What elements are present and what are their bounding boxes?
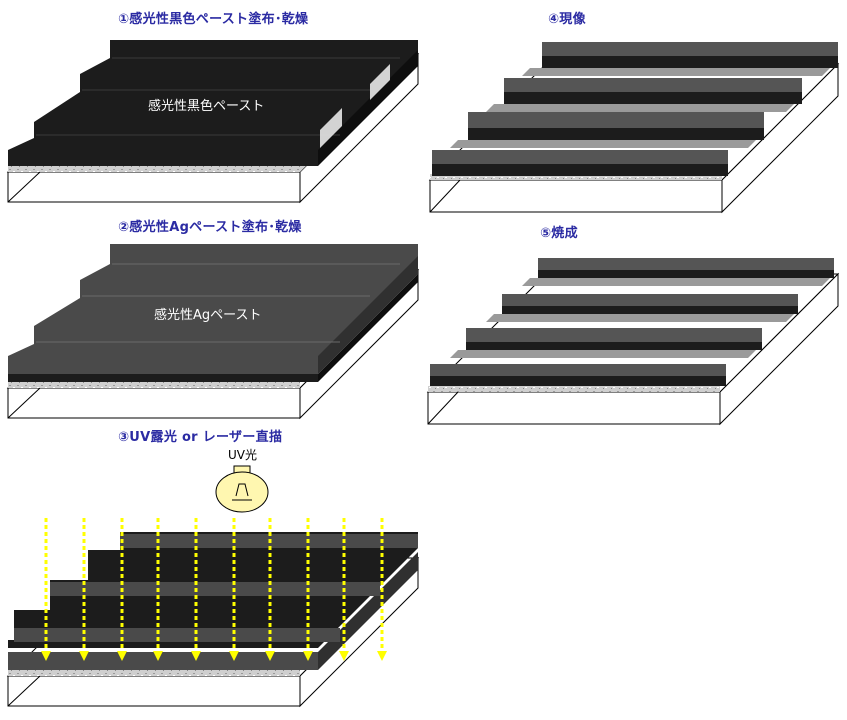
substrate-front [7,171,301,203]
step5-title: ⑤焼成 [540,226,578,241]
uv-bulb-icon [215,465,269,513]
black-paste-label: 感光性黒色ペースト [148,99,265,114]
substrate-side [719,272,839,426]
step2-panel [6,244,420,420]
uv-light-label: UV光 [228,448,257,462]
step2-title: ②感光性Agペースト塗布･乾燥 [118,220,302,235]
substrate-front [427,391,721,425]
ag-paste-label: 感光性Agペースト [154,308,262,323]
step1-panel [6,40,420,204]
step4-panel [428,42,840,214]
ag-paste-layer [8,244,418,364]
substrate-front [7,675,301,707]
substrate-front [7,387,301,419]
step3-panel [6,465,420,708]
step3-title: ③UV露光 or レーザー直描 [118,430,283,445]
step5-panel [426,258,840,426]
fired-stripes [430,258,834,386]
black-paste-layer [8,40,418,160]
substrate-front [429,179,723,213]
step1-title: ①感光性黒色ペースト塗布･乾燥 [118,12,309,27]
step4-title: ④現像 [548,12,586,27]
uv-arrows [41,518,387,661]
speckle-layer [8,166,300,172]
developed-stripes [432,42,838,176]
